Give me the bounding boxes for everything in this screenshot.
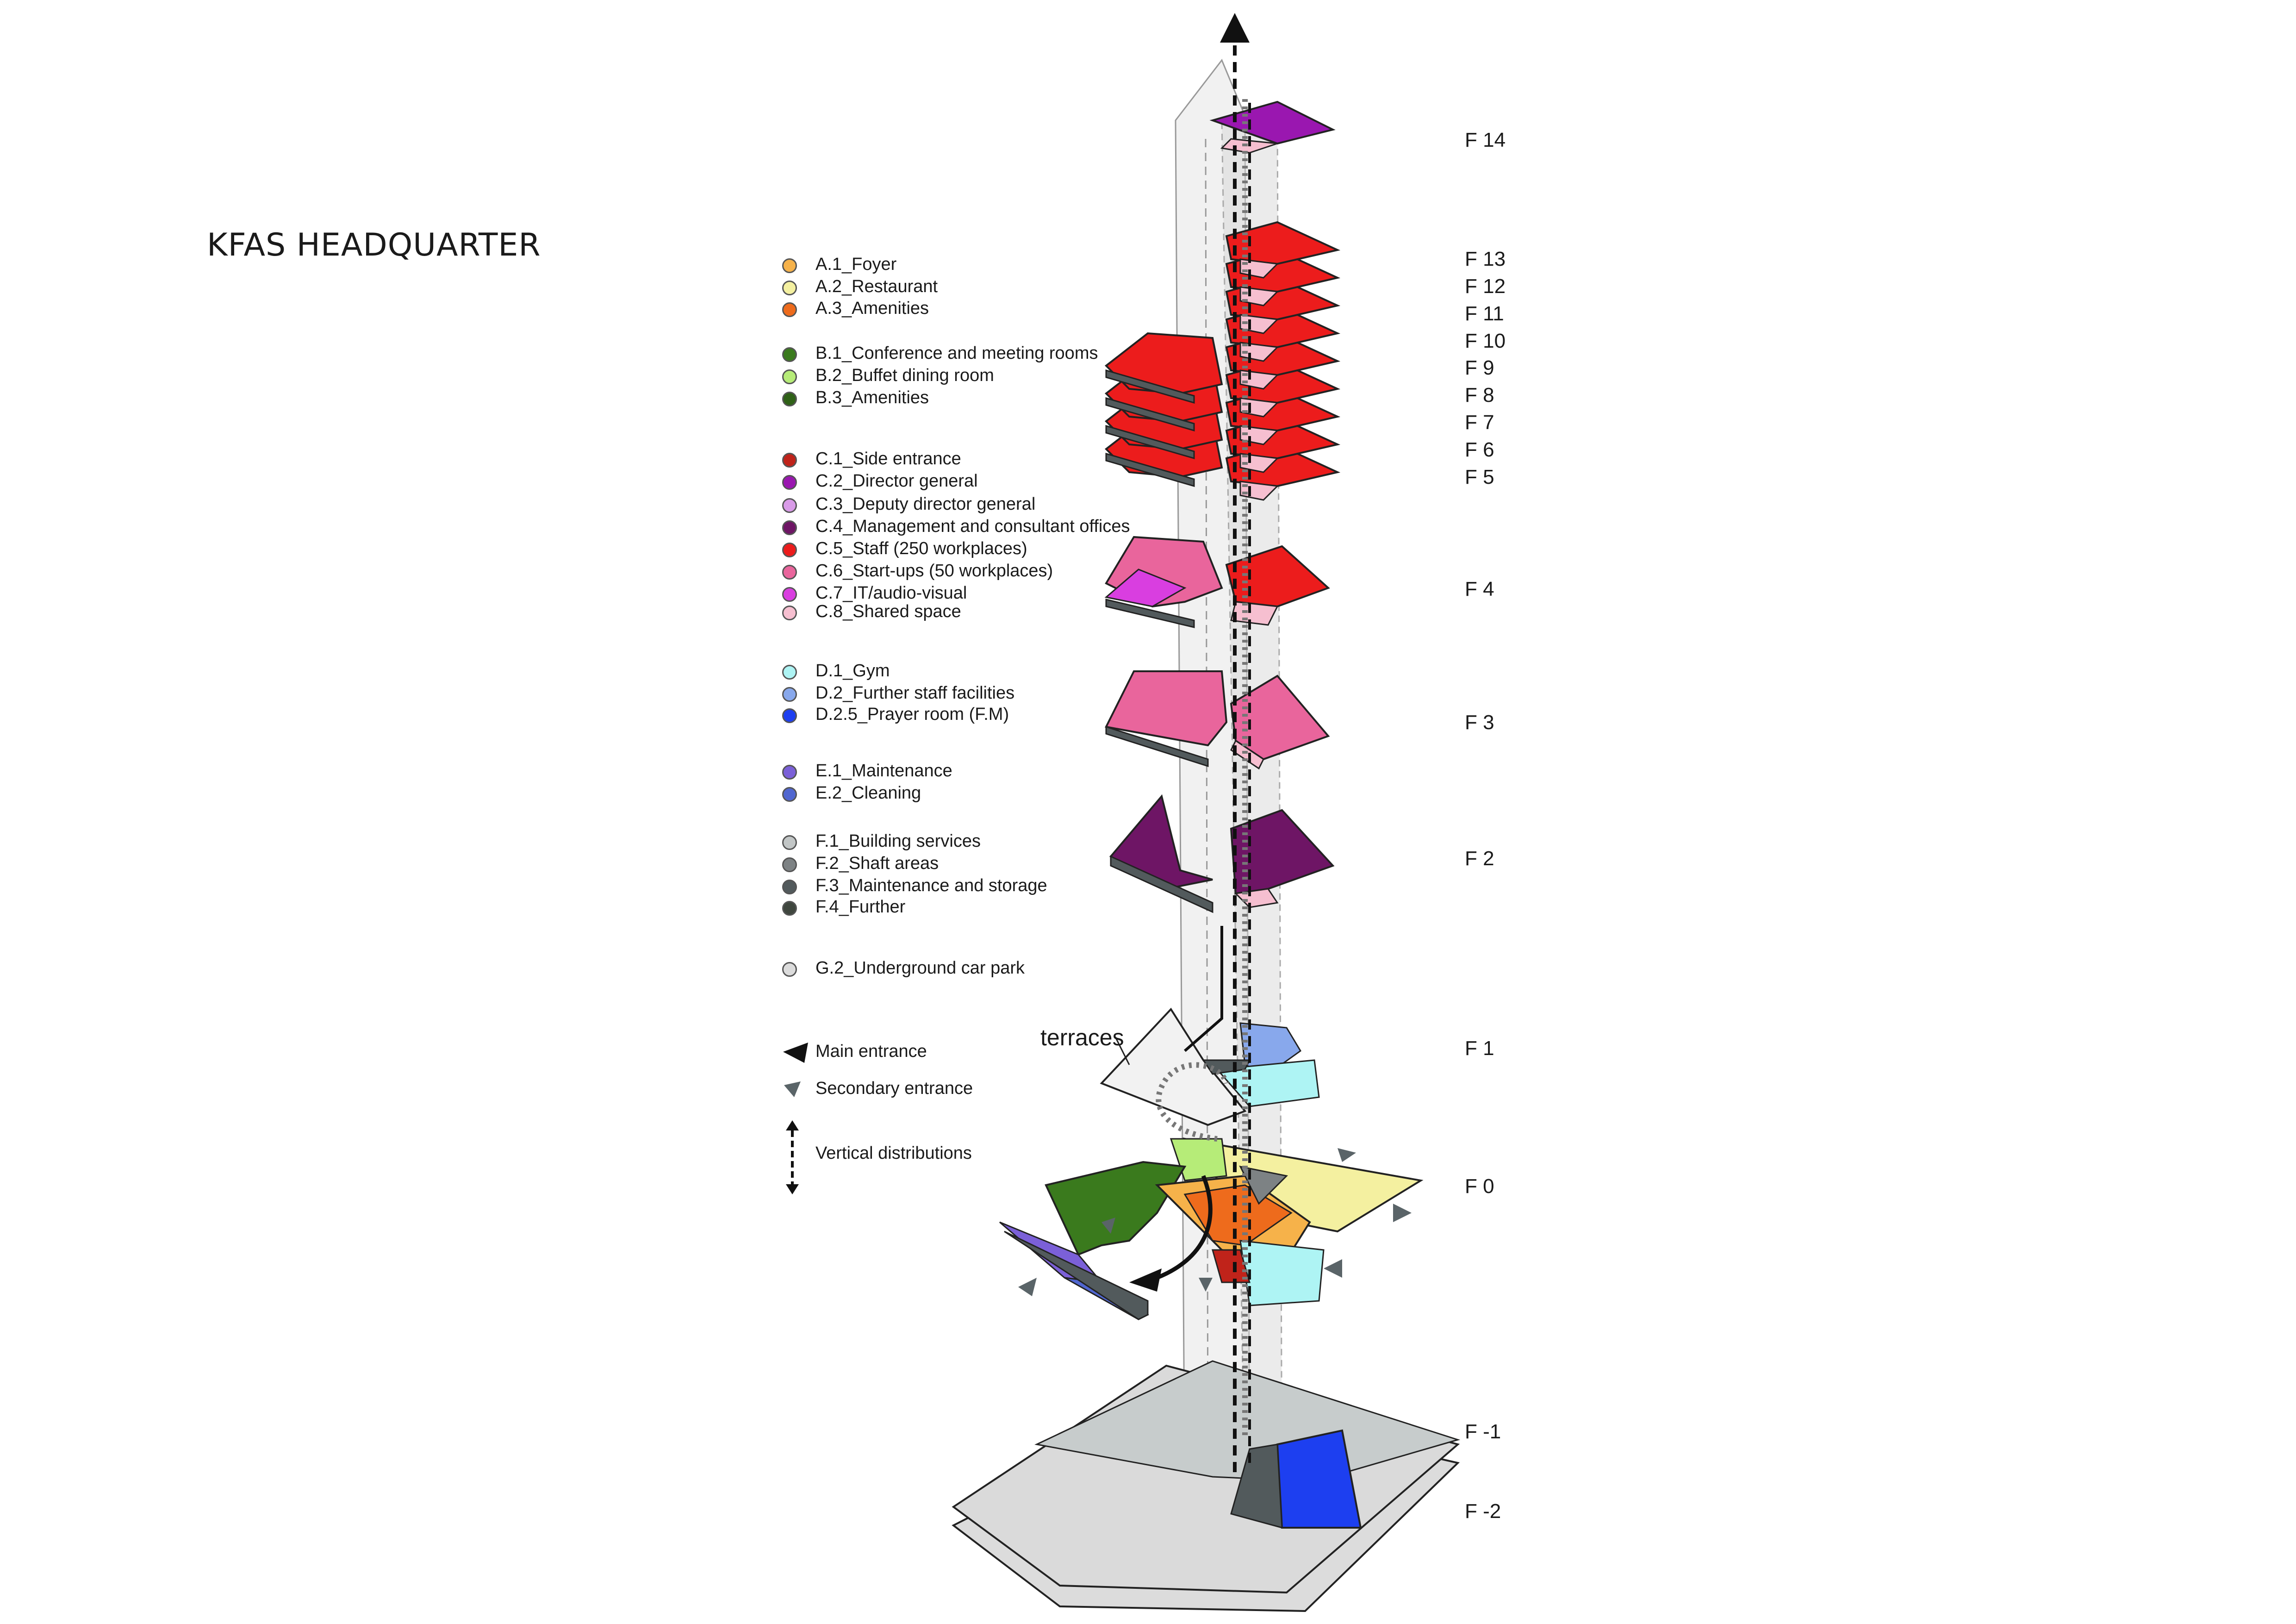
legend-swatch (782, 258, 797, 273)
floor-label: F 3 (1465, 711, 1494, 734)
vertical-distributions-label: Vertical distributions (815, 1143, 972, 1163)
legend-swatch (782, 606, 797, 620)
secondary-entrance-label: Secondary entrance (815, 1079, 973, 1098)
legend-swatch (782, 281, 797, 295)
floor-f2 (1109, 794, 1335, 913)
secondary-entrance-arrow (1018, 1278, 1037, 1296)
legend-swatch (782, 520, 797, 535)
legend-swatch (782, 665, 797, 680)
floor-label: F 2 (1465, 847, 1494, 870)
legend-label: C.6_Start-ups (50 workplaces) (815, 561, 1053, 581)
legend-label: A.2_Restaurant (815, 277, 938, 296)
legend-swatch (782, 369, 797, 384)
office-slab-right (1225, 221, 1341, 265)
legend-label: C.4_Management and consultant offices (815, 517, 1130, 536)
floor-label: F 1 (1465, 1037, 1494, 1060)
legend-swatch (782, 565, 797, 580)
floor-label: F 0 (1465, 1175, 1494, 1198)
legend-label: F.4_Further (815, 897, 906, 917)
terraces-label: terraces (1040, 1024, 1124, 1050)
floor-label: F 9 (1465, 356, 1494, 379)
legend-swatch (782, 857, 797, 872)
secondary-entrance-icon (784, 1081, 801, 1097)
legend-swatch (782, 347, 797, 362)
legend-label: C.1_Side entrance (815, 449, 961, 468)
main-entrance-label: Main entrance (815, 1042, 927, 1061)
legend-label: C.7_IT/audio-visual (815, 583, 967, 603)
legend-label: B.3_Amenities (815, 388, 929, 407)
secondary-entrance-arrow (1324, 1259, 1342, 1278)
legend-swatch (782, 787, 797, 802)
legend-swatch (782, 708, 797, 723)
legend-swatch (782, 587, 797, 602)
legend-swatch (782, 835, 797, 850)
legend-label: C.2_Director general (815, 471, 978, 491)
office-slab-edge (1105, 369, 1195, 404)
legend-label: A.1_Foyer (815, 255, 897, 274)
secondary-entrance-arrow (1338, 1148, 1356, 1162)
legend-label: D.1_Gym (815, 661, 890, 681)
legend-swatch (782, 880, 797, 894)
legend-label: C.5_Staff (250 workplaces) (815, 539, 1027, 558)
floor-label: F -2 (1465, 1500, 1501, 1523)
legend-label: C.8_Shared space (815, 602, 961, 621)
legend-label: B.2_Buffet dining room (815, 366, 994, 385)
secondary-entrance-arrow (1199, 1278, 1213, 1292)
floor-label: F 5 (1465, 466, 1494, 488)
floor-f4 (1104, 536, 1330, 628)
secondary-entrance-arrow (1393, 1204, 1412, 1222)
floor-label: F 7 (1465, 411, 1494, 434)
floor-label: F 13 (1465, 248, 1506, 270)
legend-swatch (782, 453, 797, 468)
floor-label: F 12 (1465, 275, 1506, 298)
secondary-entrance-arrow (1101, 1218, 1115, 1234)
legend-swatch (782, 498, 797, 513)
floor-label: F -1 (1465, 1420, 1501, 1443)
legend-label: F.3_Maintenance and storage (815, 876, 1047, 895)
legend-swatch (782, 392, 797, 406)
legend-swatch (782, 475, 797, 490)
legend-label: F.2_Shaft areas (815, 854, 939, 873)
legend-label: G.2_Underground car park (815, 958, 1025, 978)
office-floors-f5-f13 (1104, 221, 1341, 501)
legend-label: F.1_Building services (815, 831, 981, 851)
floor-label: F 4 (1465, 578, 1494, 600)
office-slab-edge (1105, 397, 1195, 431)
terraces-leader-line (1114, 1037, 1130, 1065)
main-entrance-icon (783, 1043, 808, 1063)
floor-label: F 11 (1465, 302, 1504, 325)
legend-swatch (782, 962, 797, 977)
floor-label: F 14 (1465, 129, 1506, 151)
legend-label: C.3_Deputy director general (815, 494, 1036, 514)
main-entrance-arrow (1129, 1268, 1162, 1292)
legend-swatch (782, 901, 797, 916)
legend-swatch (782, 302, 797, 317)
legend-label: E.2_Cleaning (815, 783, 921, 803)
legend-swatch (782, 543, 797, 557)
office-slab-edge (1105, 453, 1195, 487)
entrance-markers (1018, 1148, 1412, 1296)
legend-swatch (782, 765, 797, 780)
legend-label: B.1_Conference and meeting rooms (815, 344, 1098, 363)
floor-label: F 8 (1465, 384, 1494, 406)
legend-label: A.3_Amenities (815, 299, 929, 318)
legend-swatch (782, 687, 797, 702)
legend-label: D.2.5_Prayer room (F.M) (815, 705, 1009, 724)
diagram-title: KFAS HEADQUARTER (207, 227, 541, 263)
floor-label: F 6 (1465, 438, 1494, 461)
floor-label: F 10 (1465, 330, 1506, 352)
legend-label: D.2_Further staff facilities (815, 683, 1015, 703)
legend-label: E.1_Maintenance (815, 761, 952, 781)
basement-f-1 (952, 1360, 1461, 1594)
office-slab-edge (1105, 425, 1195, 459)
vertical-distribution-icon (786, 1120, 799, 1194)
vertical-distribution-paths (1156, 13, 1251, 1472)
